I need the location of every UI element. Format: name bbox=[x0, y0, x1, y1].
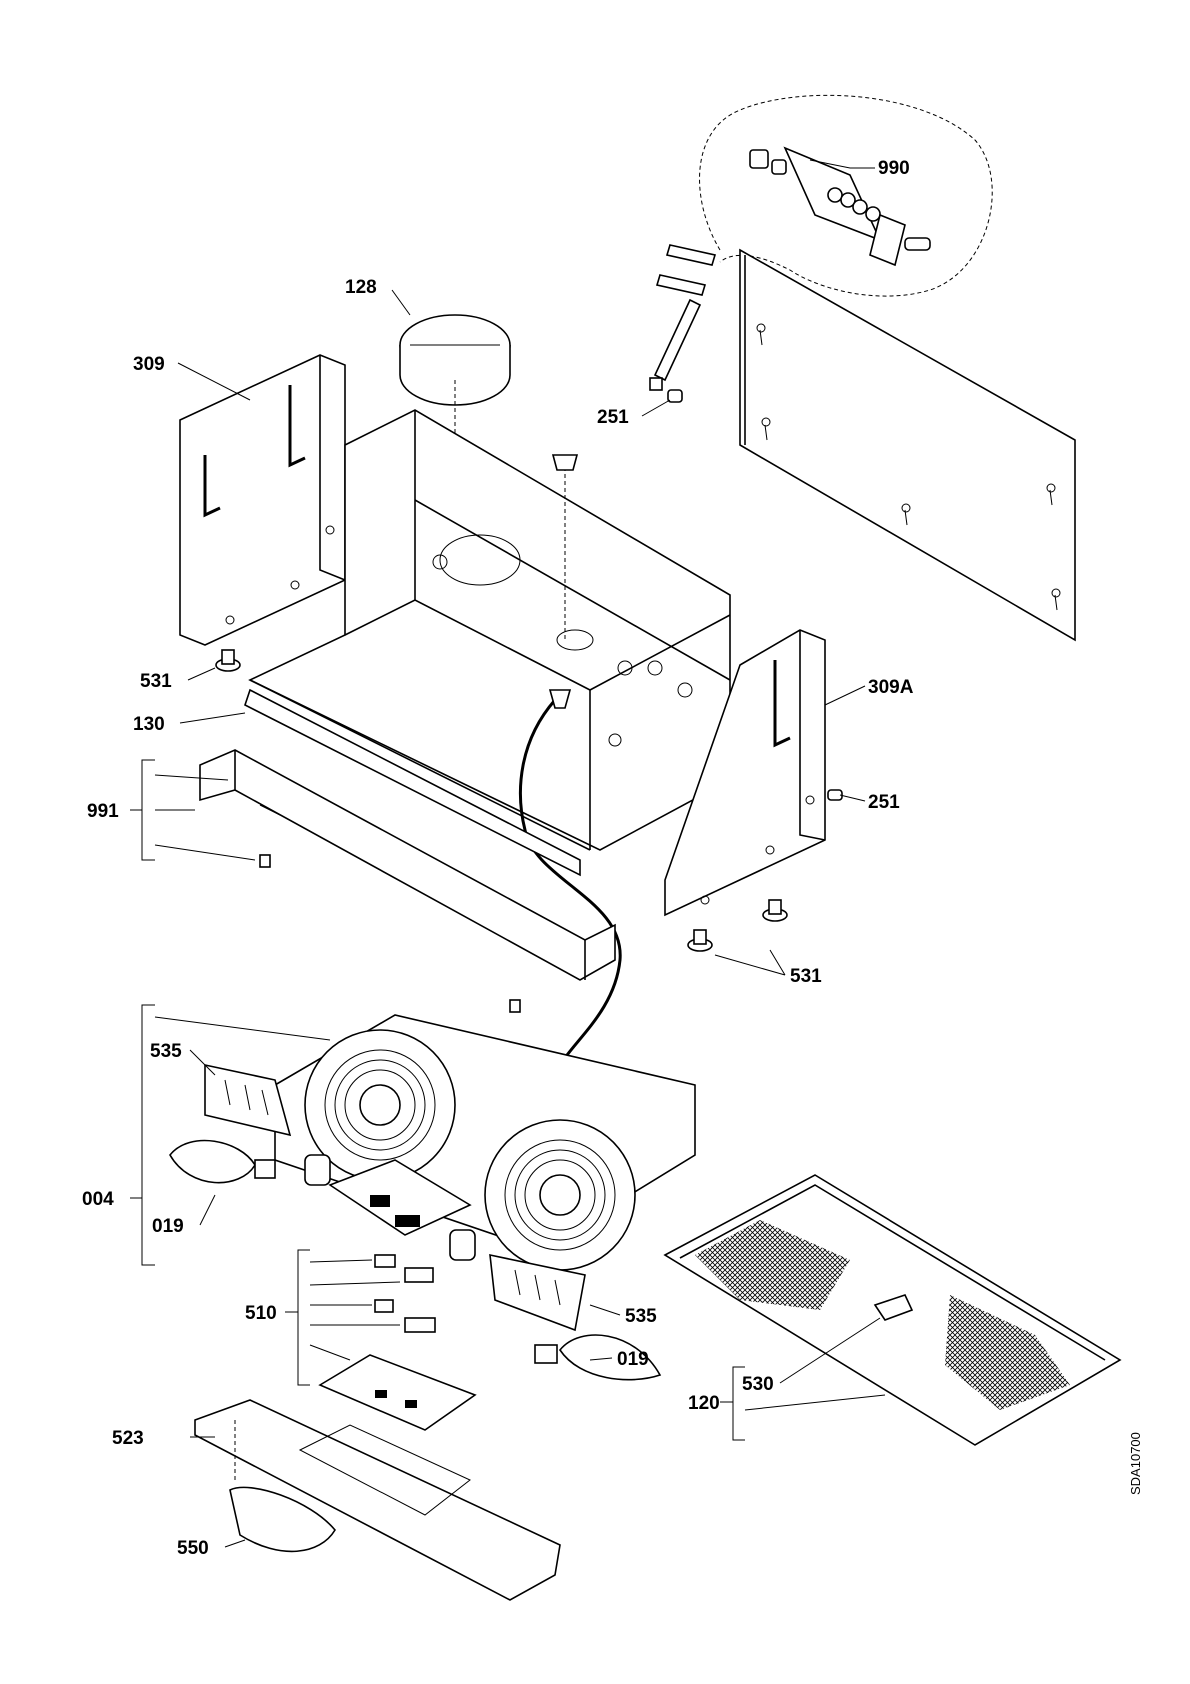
label-991: 991 bbox=[87, 801, 119, 822]
label-251-top: 251 bbox=[597, 407, 629, 428]
label-309: 309 bbox=[133, 354, 165, 375]
screws bbox=[215, 649, 843, 1013]
lamp-shade-535-right bbox=[489, 1253, 586, 1332]
label-531-left: 531 bbox=[140, 671, 172, 692]
front-trim-523 bbox=[194, 1399, 561, 1601]
rail-130 bbox=[244, 688, 581, 877]
inset-parts bbox=[749, 146, 931, 267]
switch-parts-510 bbox=[318, 1254, 477, 1431]
bulb-019-right bbox=[534, 1334, 662, 1381]
lamp-lens-550 bbox=[229, 1486, 336, 1553]
label-530: 530 bbox=[742, 1374, 774, 1395]
inset-bubble bbox=[699, 94, 993, 297]
rail-991 bbox=[199, 749, 616, 981]
label-550: 550 bbox=[177, 1538, 209, 1559]
label-990: 990 bbox=[878, 158, 910, 179]
label-531-bottom: 531 bbox=[790, 966, 822, 987]
leader-lines bbox=[130, 159, 886, 1548]
label-523: 523 bbox=[112, 1428, 144, 1449]
filter-ring-128 bbox=[399, 314, 511, 560]
back-panel bbox=[649, 244, 1076, 642]
lamp-shade-535-left bbox=[204, 1064, 292, 1137]
label-535-right: 535 bbox=[625, 1306, 657, 1327]
label-251-right: 251 bbox=[868, 792, 900, 813]
label-128: 128 bbox=[345, 277, 377, 298]
label-120: 120 bbox=[688, 1393, 720, 1414]
label-130: 130 bbox=[133, 714, 165, 735]
drawing-code: SDA10700 bbox=[1128, 1432, 1143, 1495]
label-309A: 309A bbox=[868, 677, 914, 698]
grease-filter-120 bbox=[663, 1174, 1122, 1446]
label-510: 510 bbox=[245, 1303, 277, 1324]
side-panel-309A bbox=[664, 629, 826, 917]
blower-unit-004 bbox=[274, 1014, 696, 1271]
label-004: 004 bbox=[82, 1189, 114, 1210]
side-panel-309 bbox=[179, 354, 346, 646]
main-housing bbox=[248, 409, 731, 1066]
label-019-right: 019 bbox=[617, 1349, 649, 1370]
bulb-019-left bbox=[169, 1139, 276, 1184]
label-019-left: 019 bbox=[152, 1216, 184, 1237]
part-labels: 990 128 309 251 531 309A 130 991 251 531… bbox=[82, 158, 1143, 1559]
label-535-left: 535 bbox=[150, 1041, 182, 1062]
